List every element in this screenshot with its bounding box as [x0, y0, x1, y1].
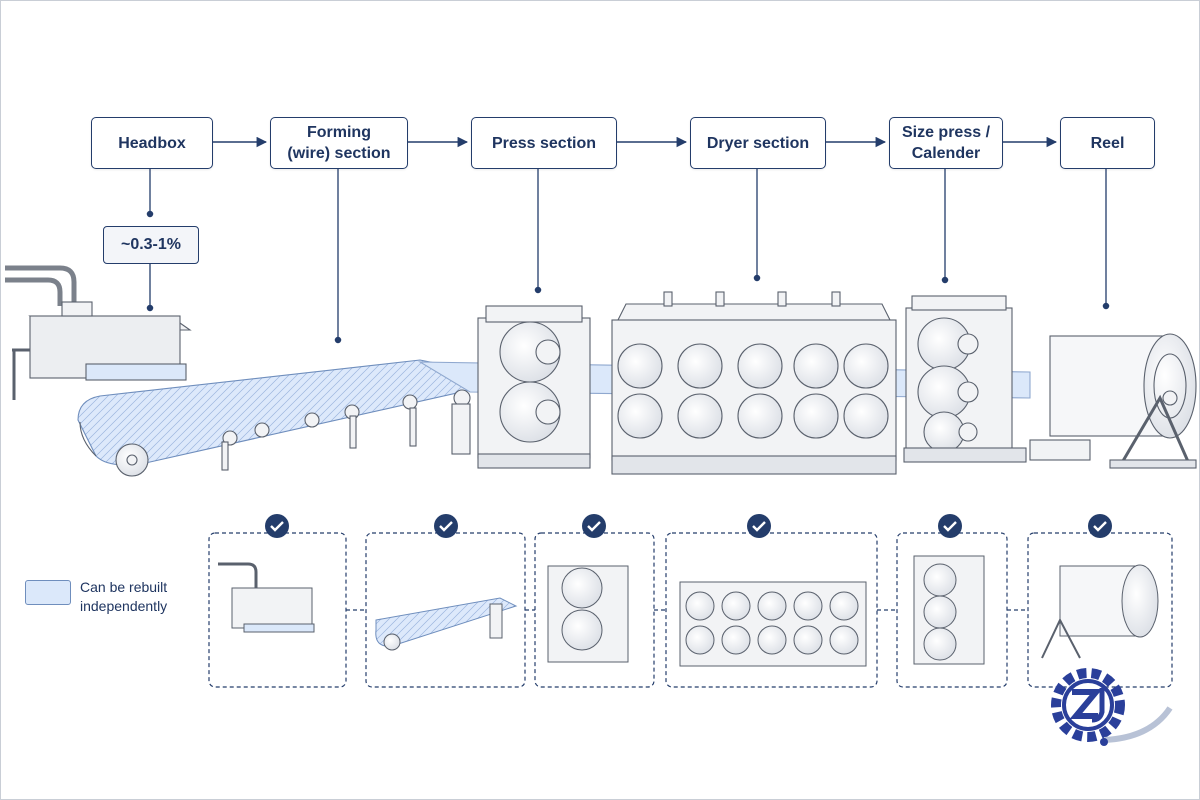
stage-reel-label: Reel [1090, 134, 1125, 152]
module-headbox-box [208, 532, 347, 688]
check-circle-icon [938, 514, 962, 538]
check-circle-icon [434, 514, 458, 538]
module-dryer-machine [679, 581, 867, 667]
dryer-section-machine [611, 291, 897, 475]
check-circle-icon [747, 514, 771, 538]
module-headbox-machine [218, 562, 315, 633]
legend-swatch [25, 580, 71, 605]
leader-lines [146, 168, 1110, 344]
headbox-pipes [5, 265, 77, 306]
stage-reel-box: Reel [1060, 117, 1155, 169]
module-size-press-machine [913, 555, 985, 665]
stage-headbox-label: Headbox [118, 134, 186, 152]
size-press-machine [903, 295, 1027, 463]
stage-size-press-label: Size press / Calender [901, 124, 991, 162]
check-circle-icon [1088, 514, 1112, 538]
stage-press-label: Press section [491, 134, 597, 152]
stage-headbox-box: Headbox [91, 117, 213, 169]
press-section-machine [477, 305, 591, 469]
check-icons [265, 514, 1112, 538]
module-press-machine [547, 565, 629, 663]
reel-machine [1029, 333, 1197, 469]
stage-press-box: Press section [471, 117, 617, 169]
headbox-machine [12, 301, 192, 400]
check-circle-icon [265, 514, 289, 538]
stage-forming-label: Forming (wire) section [287, 124, 391, 162]
stage-forming-box: Forming (wire) section [270, 117, 408, 169]
module-dryer-box [665, 532, 878, 688]
zj-gear-logo [1051, 668, 1173, 746]
stage-dryer-label: Dryer section [706, 134, 810, 152]
check-circle-icon [582, 514, 606, 538]
module-reel-machine [1041, 564, 1159, 659]
module-forming-machine [375, 597, 518, 651]
stage-size-press-box: Size press / Calender [889, 117, 1003, 169]
consistency-badge: ~0.3-1% [103, 226, 199, 264]
stage-dryer-box: Dryer section [690, 117, 826, 169]
legend-label: Can be rebuilt independently [80, 579, 168, 614]
forming-section-machine [77, 359, 471, 477]
